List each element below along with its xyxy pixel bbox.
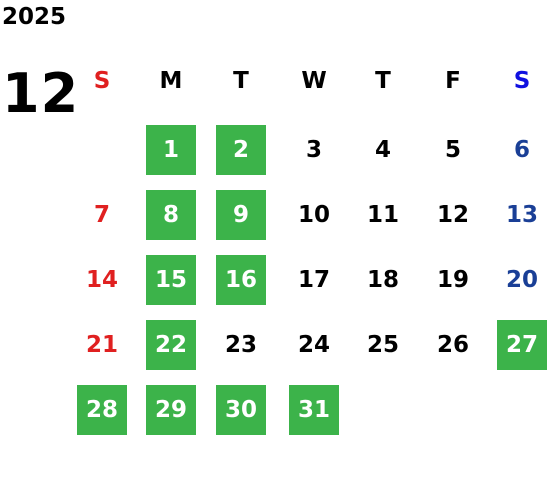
month-number: 12 [2,62,80,125]
calendar-day[interactable]: 25 [366,332,399,358]
calendar-day[interactable]: 21 [85,332,118,358]
weekday-header: T [233,68,249,94]
calendar-day-highlighted[interactable]: 16 [216,255,266,305]
calendar-day[interactable]: 3 [305,137,322,163]
calendar-day-highlighted[interactable]: 8 [146,190,196,240]
calendar-day-highlighted[interactable]: 30 [216,385,266,435]
calendar-day-highlighted[interactable]: 9 [216,190,266,240]
calendar-day-highlighted[interactable]: 31 [289,385,339,435]
calendar-day[interactable]: 19 [436,267,469,293]
calendar-day[interactable]: 13 [505,202,538,228]
year-label: 2025 [2,4,67,30]
calendar-day[interactable]: 24 [297,332,330,358]
calendar-day-highlighted[interactable]: 29 [146,385,196,435]
calendar-day[interactable]: 26 [436,332,469,358]
calendar-day[interactable]: 18 [366,267,399,293]
calendar-day-highlighted[interactable]: 28 [77,385,127,435]
calendar-day-highlighted[interactable]: 1 [146,125,196,175]
calendar-day[interactable]: 17 [297,267,330,293]
weekday-header: F [445,68,461,94]
calendar-day[interactable]: 6 [513,137,530,163]
calendar-day[interactable]: 20 [505,267,538,293]
calendar-day-highlighted[interactable]: 15 [146,255,196,305]
weekday-header: T [375,68,391,94]
weekday-header: W [301,68,327,94]
calendar-day[interactable]: 11 [366,202,399,228]
calendar-day[interactable]: 4 [374,137,391,163]
calendar-day[interactable]: 5 [444,137,461,163]
calendar-day[interactable]: 23 [224,332,257,358]
calendar-day[interactable]: 7 [93,202,110,228]
calendar-day[interactable]: 10 [297,202,330,228]
calendar-day-highlighted[interactable]: 2 [216,125,266,175]
weekday-header: S [513,68,531,94]
calendar-day-highlighted[interactable]: 27 [497,320,547,370]
weekday-header: M [159,68,183,94]
calendar-day[interactable]: 12 [436,202,469,228]
weekday-header: S [93,68,111,94]
calendar-day-highlighted[interactable]: 22 [146,320,196,370]
calendar-day[interactable]: 14 [85,267,118,293]
